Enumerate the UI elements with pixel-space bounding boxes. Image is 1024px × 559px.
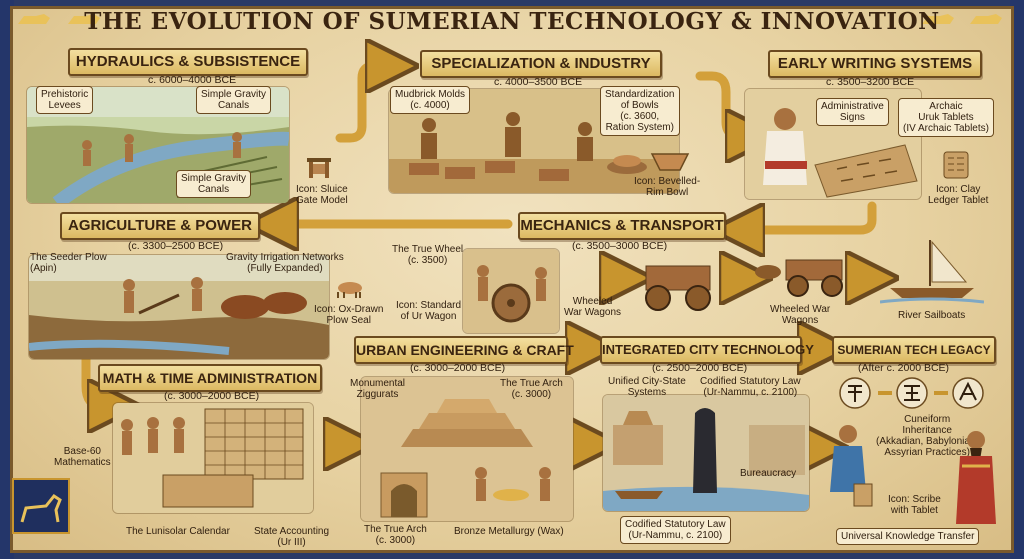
lion-icon <box>922 14 954 24</box>
section-heading-hydraulics: HYDRAULICS & SUBSISTENCE <box>68 48 308 76</box>
label-bronze-metallurgy: Bronze Metallurgy (Wax) <box>454 526 564 537</box>
scribe-figure-icon <box>830 425 873 507</box>
section-heading-specialization: SPECIALIZATION & INDUSTRY <box>420 50 662 78</box>
label-wheeled-war-wagons-2: Wheeled War Wagons <box>770 304 831 326</box>
scene-urban <box>360 376 574 522</box>
label-icon-scribe-tablet: Icon: Scribe with Tablet <box>888 494 941 516</box>
label-base-60-mathematics: Base-60 Mathematics <box>54 446 111 468</box>
label-administrative-signs: Administrative Signs <box>816 98 889 126</box>
section-heading-agriculture: AGRICULTURE & POWER <box>60 212 260 240</box>
label-universal-knowledge-transfer: Universal Knowledge Transfer <box>836 528 980 545</box>
clay-ledger-tablet-icon <box>943 151 969 179</box>
label-bureaucracy: Bureaucracy <box>740 468 797 479</box>
section-date-hydraulics: c. 6000–4000 BCE <box>148 74 237 86</box>
scene-specialization <box>388 88 680 194</box>
label-standardization-bowls: Standardization of Bowls (c. 3600, Ratio… <box>600 86 680 136</box>
section-heading-city: INTEGRATED CITY TECHNOLOGY <box>600 336 814 364</box>
label-icon-ox-plow-seal: Icon: Ox-Drawn Plow Seal <box>314 304 384 326</box>
label-simple-gravity-canals-top: Simple Gravity Canals <box>196 86 272 114</box>
scene-math <box>112 402 314 514</box>
label-gravity-irrigation: Gravity Irrigation Networks (Fully Expan… <box>226 252 344 274</box>
bevelled-rim-bowl-icon <box>650 153 690 171</box>
label-state-accounting: State Accounting (Ur III) <box>254 526 330 548</box>
section-date-city: (c. 2500–2000 BCE) <box>652 362 748 374</box>
section-heading-writing: EARLY WRITING SYSTEMS <box>768 50 982 78</box>
cuneiform-glyphs-icon <box>839 377 984 409</box>
label-icon-bevelled-rim-bowl: Icon: Bevelled- Rim Bowl <box>634 176 701 198</box>
label-unified-city-state: Unified City-State Systems <box>608 376 686 398</box>
label-cuneiform-inheritance: Cuneiform Inheritance (Akkadian, Babylon… <box>876 414 979 458</box>
section-heading-legacy: SUMERIAN TECH LEGACY <box>832 336 996 364</box>
war-wagon-icon <box>645 265 711 311</box>
label-wheeled-war-wagons-1: Wheeled War Wagons <box>564 296 622 318</box>
label-lunisolar-calendar: The Lunisolar Calendar <box>126 526 230 537</box>
label-codified-law-bottom: Codified Statutory Law (Ur-Nammu, c. 210… <box>620 516 731 544</box>
section-date-agriculture: (c. 3300–2500 BCE) <box>128 240 224 252</box>
section-heading-math: MATH & TIME ADMINISTRATION <box>98 364 322 392</box>
section-date-specialization: c. 4000–3500 BCE <box>494 76 583 88</box>
lion-icon <box>970 14 1002 24</box>
scene-agriculture <box>28 254 330 360</box>
sailboat-icon <box>880 240 984 304</box>
label-archaic-uruk-tablets: Archaic Uruk Tablets (IV Archaic Tablets… <box>898 98 994 137</box>
label-icon-clay-ledger-tablet: Icon: Clay Ledger Tablet <box>928 184 989 206</box>
scene-wheel <box>462 248 560 334</box>
label-prehistoric-levees: Prehistoric Levees <box>36 86 94 114</box>
label-icon-standard-ur-wagon: Icon: Standard of Ur Wagon <box>396 300 462 322</box>
label-mudbrick-molds: Mudbrick Molds (c. 4000) <box>390 86 471 114</box>
winged-bull-seal-icon <box>12 478 70 534</box>
section-heading-urban: URBAN ENGINEERING & CRAFT <box>354 336 574 364</box>
label-monumental-ziggurats: Monumental Ziggurats <box>350 378 406 400</box>
label-river-sailboats: River Sailboats <box>898 310 966 321</box>
label-true-wheel: The True Wheel (c. 3500) <box>392 244 464 266</box>
sluice-gate-icon <box>307 158 331 178</box>
label-codified-law-top: Codified Statutory Law (Ur-Nammu, c. 210… <box>700 376 801 398</box>
label-seeder-plow: The Seeder Plow (Apin) <box>30 252 107 274</box>
section-date-mechanics: (c. 3500–3000 BCE) <box>572 240 668 252</box>
section-date-legacy: (After c. 2000 BCE) <box>858 362 950 374</box>
section-date-math: (c. 3000–2000 BCE) <box>164 390 260 402</box>
label-simple-gravity-canals-bottom: Simple Gravity Canals <box>176 170 252 198</box>
section-heading-mechanics: MECHANICS & TRANSPORT <box>518 212 726 240</box>
lion-icon <box>68 14 100 24</box>
label-true-arch-bottom: The True Arch (c. 3000) <box>364 524 427 546</box>
scene-city <box>602 394 810 512</box>
section-date-urban: (c. 3000–2000 BCE) <box>410 362 506 374</box>
wagon-team-icon <box>755 259 843 297</box>
king-figure-icon <box>956 431 996 524</box>
lion-icon <box>18 14 50 24</box>
label-icon-sluice-gate: Icon: Sluice Gate Model <box>296 184 348 206</box>
ox-drawn-plow-seal-icon <box>337 282 362 298</box>
section-date-writing: c. 3500–3200 BCE <box>826 76 915 88</box>
label-true-arch-top: The True Arch (c. 3000) <box>500 378 563 400</box>
page-title: THE EVOLUTION OF SUMERIAN TECHNOLOGY & I… <box>84 8 940 35</box>
